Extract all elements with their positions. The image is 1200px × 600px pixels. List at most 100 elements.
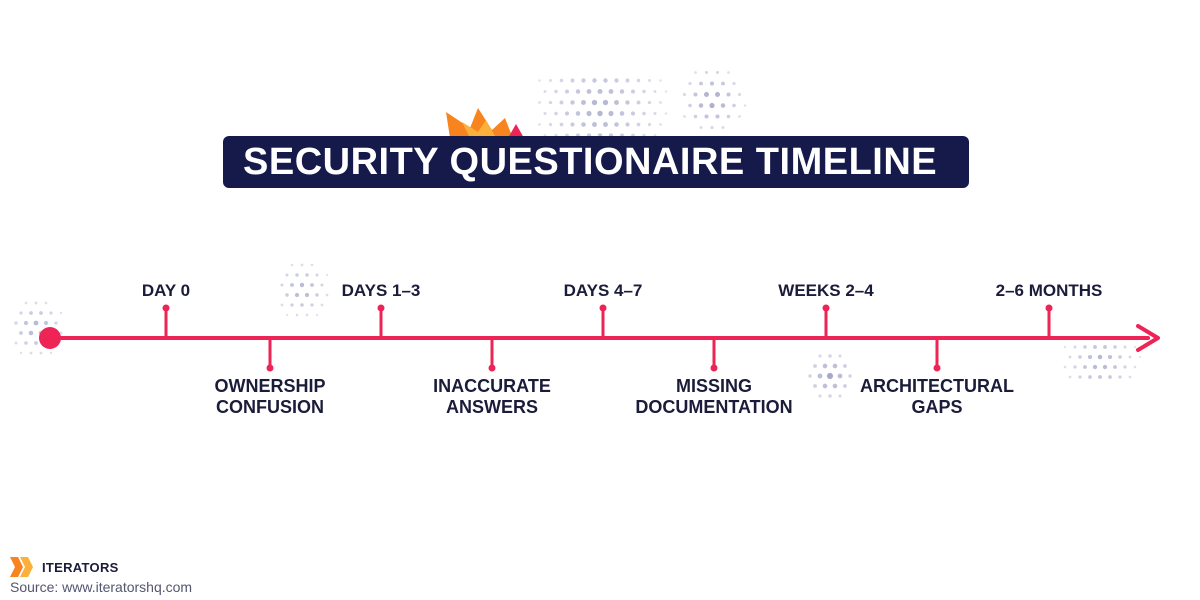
milestone-label: DAY 0: [141, 281, 191, 300]
issue-tick-dot: [933, 364, 941, 372]
decor-dot: [543, 111, 547, 116]
decor-dot: [828, 394, 832, 398]
decor-dot: [647, 100, 652, 105]
decor-dot: [1083, 365, 1087, 369]
decor-dot: [709, 102, 715, 109]
decor-dot: [19, 311, 23, 315]
decor-dot: [59, 311, 63, 315]
timeline-arrowhead: [1136, 324, 1160, 352]
decor-dot: [625, 122, 630, 127]
decor-dot: [1123, 345, 1127, 349]
decor-dot: [39, 311, 43, 315]
decor-dot: [1128, 355, 1132, 359]
milestone-label: WEEKS 2–4: [778, 281, 874, 300]
decor-dot: [44, 301, 48, 305]
decor-dot: [591, 99, 598, 106]
issue-label-line1: INACCURATE: [433, 376, 551, 396]
decor-dot: [683, 115, 686, 118]
decor-dot: [54, 321, 58, 325]
decor-dot: [570, 100, 575, 105]
decor-dot: [614, 100, 619, 105]
decor-dot: [704, 114, 709, 119]
decor-dot: [715, 92, 720, 97]
decor-dot: [1102, 364, 1108, 370]
decor-dot: [315, 293, 319, 297]
decor-dot: [659, 101, 662, 104]
decor-dot: [304, 292, 310, 298]
decor-dot: [548, 78, 553, 83]
milestone-tick-dot: [599, 304, 607, 312]
decor-dot: [630, 111, 636, 116]
decor-dot: [837, 373, 843, 379]
decor-dot: [33, 320, 39, 326]
decor-dot: [614, 122, 619, 127]
decor-dot: [305, 313, 309, 317]
milestone-label: DAYS 4–7: [563, 281, 643, 300]
decor-dot: [832, 363, 838, 369]
decor-dot: [554, 89, 558, 94]
decor-dot: [1103, 345, 1107, 349]
decor-dot: [586, 89, 592, 94]
decor-dot: [1133, 365, 1137, 369]
decor-dot: [843, 384, 847, 388]
decor-dot: [693, 92, 698, 97]
decor-dot: [1098, 375, 1102, 379]
decor-dot: [709, 81, 715, 86]
milestone-label: DAYS 1–3: [341, 281, 421, 300]
decor-dot: [642, 89, 646, 94]
source-credit: Source: www.iteratorshq.com: [10, 579, 193, 595]
decor-dot: [608, 89, 614, 94]
decor-dot: [636, 100, 641, 105]
issue-label: ARCHITECTURAL GAPS: [860, 376, 1014, 418]
decor-dot: [280, 283, 284, 287]
decor-dot: [838, 394, 842, 398]
title-banner: SECURITY QUESTIONAIRE TIMELINE: [223, 136, 969, 188]
decor-dot: [39, 351, 43, 355]
issue-label-line2: GAPS: [911, 397, 963, 417]
decor-dot: [315, 313, 319, 317]
decor-dot: [1063, 345, 1067, 349]
decor-dot: [636, 78, 641, 83]
decor-dot: [832, 383, 838, 389]
decor-dot: [619, 111, 625, 116]
decor-dot: [614, 78, 619, 83]
decor-dot: [682, 92, 687, 97]
decor-dot: [310, 303, 314, 307]
decor-dot: [559, 100, 564, 105]
decor-dot: [813, 384, 817, 388]
page-title: SECURITY QUESTIONAIRE TIMELINE: [243, 140, 938, 183]
issue-tick-dot: [488, 364, 496, 372]
timeline-start-dot: [39, 327, 61, 349]
decor-dot: [1063, 365, 1067, 369]
decor-dot: [559, 78, 564, 83]
decor-dot: [1078, 375, 1082, 379]
decor-dot: [704, 70, 709, 75]
decor-dot: [294, 292, 300, 298]
decor-dot: [822, 383, 828, 389]
decor-dot: [1123, 365, 1127, 369]
issue-label-line2: CONFUSION: [215, 397, 324, 417]
decor-dot: [285, 273, 289, 277]
decor-dot: [726, 92, 731, 97]
decor-dot: [738, 115, 741, 118]
decor-dot: [818, 394, 822, 398]
decor-dot: [737, 92, 742, 97]
brand-logo: ITERATORS: [10, 557, 119, 577]
decor-dot: [290, 263, 294, 267]
decor-dot: [715, 70, 720, 75]
decor-dot: [838, 354, 842, 358]
decor-dot: [698, 103, 704, 108]
decor-dot: [625, 100, 630, 105]
issue-label-line1: OWNERSHIP: [214, 376, 326, 396]
decor-dot: [575, 89, 581, 94]
decor-dot: [295, 273, 299, 277]
decor-dot: [29, 351, 33, 355]
decor-dot: [280, 303, 284, 307]
decor-dot: [548, 100, 553, 105]
decor-dot: [575, 111, 581, 116]
decor-dot: [603, 122, 608, 127]
decor-dot: [727, 71, 730, 74]
decor-dot: [732, 103, 736, 108]
decor-dot: [14, 341, 18, 345]
decor-dot: [828, 354, 832, 358]
